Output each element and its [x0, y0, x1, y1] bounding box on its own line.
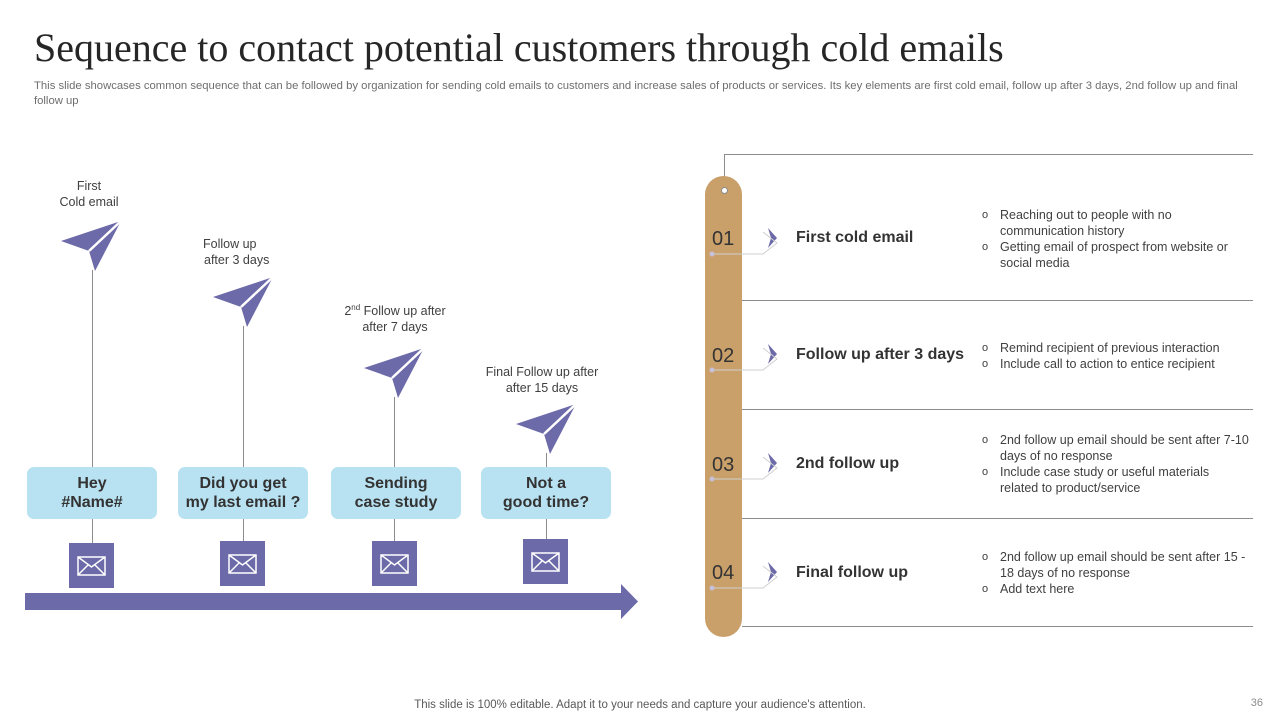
list-item: 2nd follow up email should be sent after… — [980, 549, 1250, 581]
connector-line — [724, 154, 725, 191]
paper-plane-icon — [213, 276, 274, 327]
chevron-right-icon — [768, 453, 777, 473]
pointer-line — [709, 232, 778, 257]
chevron-right-icon — [768, 344, 777, 364]
step-number: 02 — [712, 345, 735, 367]
paper-plane-icon — [364, 347, 425, 398]
step-title: Follow up after 3 days — [796, 346, 965, 363]
chevron-right-icon — [768, 562, 777, 582]
step-label: Follow up after 3 days — [203, 237, 270, 267]
slide-title: Sequence to contact potential customers … — [34, 25, 1004, 70]
divider-line — [742, 409, 1253, 410]
list-item: Include case study or useful materials r… — [980, 464, 1250, 496]
divider-line — [742, 300, 1253, 301]
list-item: Getting email of prospect from website o… — [980, 239, 1250, 271]
step-label: 2nd Follow up after after 7 days — [344, 303, 446, 335]
connector-line — [394, 519, 395, 541]
step-details: Reaching out to people with no communica… — [980, 207, 1250, 271]
timeline-arrow — [25, 584, 638, 619]
step-number: 04 — [712, 562, 735, 584]
page-number: 36 — [1250, 697, 1263, 709]
list-item: Reaching out to people with no communica… — [980, 207, 1250, 239]
pointer-line — [709, 566, 778, 591]
connector-line — [243, 326, 244, 467]
email-message-bubble: Hey#Name# — [27, 467, 157, 519]
connector-line — [546, 453, 547, 467]
connector-line — [394, 397, 395, 467]
list-item: Add text here — [980, 581, 1250, 597]
divider-line — [742, 626, 1253, 627]
paper-plane-icon — [61, 220, 122, 271]
step-details: 2nd follow up email should be sent after… — [980, 549, 1250, 597]
paper-plane-icon — [516, 403, 577, 454]
envelope-icon — [372, 541, 417, 586]
step-number: 01 — [712, 228, 735, 250]
step-title: 2nd follow up — [796, 455, 900, 472]
connector-line — [92, 270, 93, 467]
footer-note: This slide is 100% editable. Adapt it to… — [414, 699, 866, 711]
list-item: Remind recipient of previous interaction — [980, 340, 1250, 356]
chevron-right-icon — [768, 228, 777, 248]
step-details: Remind recipient of previous interaction… — [980, 340, 1250, 372]
timeline-dot — [721, 187, 728, 194]
slide-subtitle: This slide showcases common sequence tha… — [34, 80, 1238, 107]
step-label: First Cold email — [59, 179, 119, 209]
list-item: Include call to action to entice recipie… — [980, 356, 1250, 372]
connector-line — [92, 519, 93, 543]
divider-line — [742, 518, 1253, 519]
pointer-line — [709, 348, 778, 373]
step-title: Final follow up — [796, 564, 908, 581]
divider-line — [724, 154, 1253, 155]
step-title: First cold email — [796, 229, 914, 246]
step-details: 2nd follow up email should be sent after… — [980, 432, 1250, 496]
envelope-icon — [220, 541, 265, 586]
list-item: 2nd follow up email should be sent after… — [980, 432, 1250, 464]
envelope-icon — [523, 539, 568, 584]
connector-line — [243, 519, 244, 541]
envelope-icon — [69, 543, 114, 588]
connector-line — [546, 519, 547, 539]
pointer-line — [709, 457, 778, 482]
step-label: Final Follow up after after 15 days — [485, 365, 599, 395]
step-number: 03 — [712, 454, 735, 476]
